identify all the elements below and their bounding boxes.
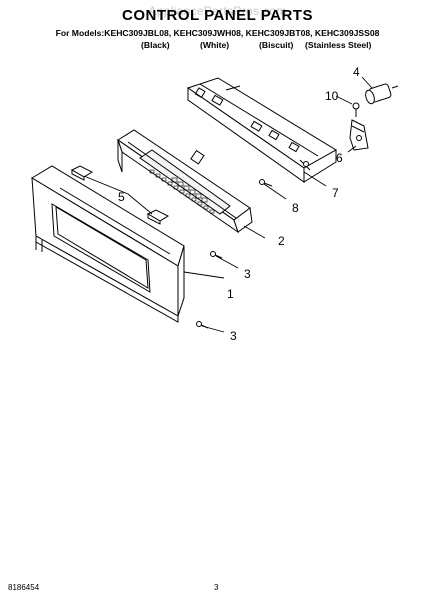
callout-1: 1 (227, 287, 234, 301)
watermark-text: AppliancePartsPros.com (148, 4, 287, 18)
models-line: For Models:KEHC309JBL08, KEHC309JWH08, K… (55, 28, 380, 38)
color-label-biscuit: (Biscuit) (259, 40, 294, 50)
callout-4: 4 (353, 65, 360, 79)
page-title: CONTROL PANEL PARTS (122, 7, 313, 24)
color-label-black: (Black) (141, 40, 170, 50)
footer-page-number: 3 (214, 583, 219, 592)
screw-part-3-upper (210, 251, 223, 259)
callout-10: 10 (325, 89, 339, 103)
color-label-white: (White) (200, 40, 230, 50)
control-panel-front (31, 165, 185, 323)
callout-3-lower: 3 (230, 329, 237, 343)
footer-part-number: 8186454 (8, 583, 40, 592)
spacer-part-5 (70, 165, 170, 225)
callout-numbers: 1 2 3 3 4 5 6 7 8 10 (118, 65, 360, 343)
screw-part-10 (352, 102, 360, 117)
bracket-part-6 (349, 119, 369, 151)
sensor-part-4 (365, 83, 399, 105)
control-panel-frame (117, 129, 253, 234)
callout-8: 8 (292, 201, 299, 215)
leader-lines (83, 76, 373, 333)
callout-7: 7 (332, 186, 339, 200)
callout-3-upper: 3 (244, 267, 251, 281)
control-board-housing (186, 77, 337, 183)
callout-6: 6 (336, 151, 343, 165)
callout-5: 5 (118, 190, 125, 204)
color-label-stainless: (Stainless Steel) (305, 40, 372, 50)
screw-part-8 (259, 179, 273, 187)
callout-2: 2 (278, 234, 285, 248)
